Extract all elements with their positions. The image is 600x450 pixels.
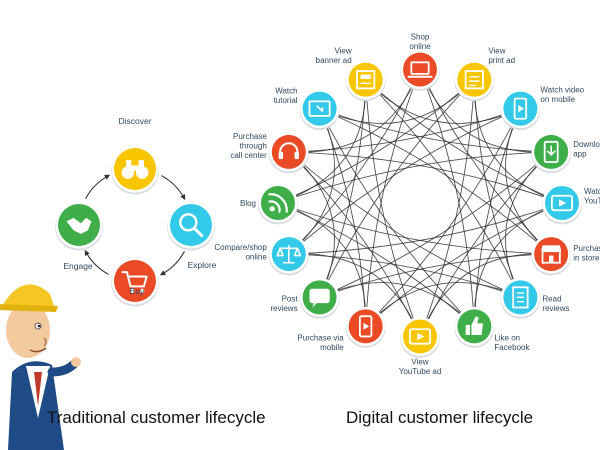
connection-line (319, 79, 475, 298)
digital-node-watch-tutorial (299, 89, 340, 131)
connection-line (319, 253, 552, 298)
connection-line (419, 79, 475, 337)
digital-node-post-reviews (299, 277, 340, 319)
speech-bubble-icon (309, 288, 330, 308)
connection-line (288, 69, 421, 153)
connection-line (319, 108, 552, 153)
tutorial-screen-icon (308, 100, 331, 117)
connection-line (365, 79, 421, 337)
traditional-stage-buy (111, 257, 159, 307)
connection-line (365, 108, 521, 327)
connection-line (365, 79, 521, 298)
cycle-arrow (161, 175, 186, 201)
rss-feed-icon (268, 193, 288, 213)
connection-line (319, 108, 475, 327)
headset-icon (278, 142, 299, 160)
binoculars-icon (121, 160, 149, 179)
connection-line (288, 202, 563, 255)
connection-line (365, 79, 563, 204)
connection-line (277, 202, 475, 327)
connection-line (288, 253, 521, 298)
digital-node-read-reviews (500, 277, 541, 319)
cycle-arrow (84, 249, 109, 275)
digital-node-watch-video-on-mobile (500, 89, 541, 131)
digital-node-view-print-ad (454, 60, 495, 102)
digital-node-shop-online (400, 50, 440, 92)
mobile-payment-icon (358, 315, 373, 338)
digital-lifecycle-caption: Digital customer lifecycle (346, 408, 534, 427)
digital-node-label: WatchYouTube ad (584, 187, 600, 206)
handshake-icon (66, 217, 92, 234)
digital-node-view-youtube-ad (400, 316, 440, 358)
digital-node-label: Blog (240, 199, 256, 208)
traditional-stage-engage (55, 201, 103, 251)
connection-line (277, 202, 552, 255)
connection-line (365, 69, 421, 327)
traditional-stage-explore (167, 201, 215, 251)
connection-line (288, 108, 521, 153)
mobile-video-icon (513, 97, 528, 120)
connection-line (288, 108, 521, 255)
digital-node-label: Purchasein store (573, 244, 600, 262)
newspaper-icon (464, 70, 484, 90)
traditional-stage-label: Buy (130, 286, 145, 296)
digital-node-purchase-via-mobile (345, 306, 386, 348)
banner-ad-icon (356, 70, 376, 90)
storefront-icon (541, 245, 562, 264)
cycle-arrow (85, 174, 111, 199)
digital-node-compare-shop-online (268, 234, 309, 276)
download-app-icon (543, 140, 559, 163)
connection-line (365, 202, 563, 327)
digital-node-label: Downloadapp (573, 140, 600, 159)
connection-line (419, 253, 552, 337)
traditional-stage-label: Discover (118, 116, 151, 126)
digital-node-purchase-through-call-center (268, 132, 309, 174)
digital-node-watch-youtube-ad (542, 183, 582, 225)
construction-worker-mascot-illustration (0, 284, 81, 450)
digital-node-like-on-facebook (454, 306, 495, 348)
connection-line (288, 151, 563, 204)
traditional-stage-label: Engage (63, 261, 93, 271)
traditional-stage-label: Explore (188, 260, 217, 270)
traditional-lifecycle-caption: Traditional customer lifecycle (47, 408, 266, 427)
connection-line (365, 282, 521, 327)
connection-line (277, 151, 552, 204)
connection-line (277, 79, 475, 204)
magnifier-icon (179, 213, 204, 238)
document-icon (512, 286, 529, 309)
cycle-arrow (159, 251, 185, 276)
digital-node-view-banner-ad (345, 60, 386, 102)
connection-line (365, 79, 521, 124)
digital-node-purchase-in-store (531, 234, 572, 276)
connection-line (319, 108, 552, 255)
scales-icon (276, 245, 302, 264)
connection-line (319, 282, 475, 327)
laptop-icon (407, 61, 433, 78)
connection-line (319, 79, 475, 124)
shopping-cart-icon (121, 271, 148, 293)
digital-node-blog (258, 183, 298, 225)
play-button-icon (550, 194, 574, 212)
traditional-stage-discover (111, 145, 159, 195)
connection-line (419, 69, 475, 327)
digital-node-download-app (531, 132, 572, 174)
play-button-icon (408, 328, 432, 345)
connection-line (319, 151, 552, 298)
connection-line (288, 151, 521, 298)
